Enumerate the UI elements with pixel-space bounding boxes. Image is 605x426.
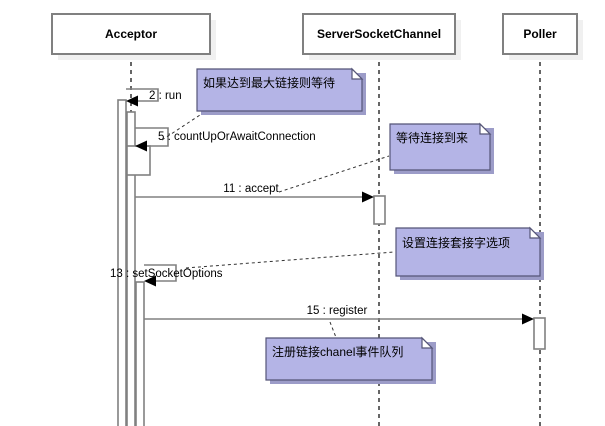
activation-bars — [117, 99, 546, 426]
message-5-label: 5 : countUpOrAwaitConnection — [158, 131, 316, 143]
note-await-connection-fold-icon — [479, 122, 492, 135]
message-15-register-arrowhead — [522, 313, 534, 325]
participant-acceptor[interactable]: Acceptor — [51, 13, 216, 60]
note-await-connection-body[interactable] — [389, 123, 491, 171]
message-2-run-line — [126, 88, 159, 102]
message-5-countuporawaitconnection[interactable]: 5 : countUpOrAwaitConnection — [135, 127, 316, 152]
message-13-label: 13 : setSocketOptions — [110, 268, 223, 280]
note-connector-await-connection — [278, 155, 390, 193]
note-connector-register-channel — [329, 321, 338, 341]
activation-acceptor-level1 — [126, 111, 136, 426]
note-socket-options-fold-icon — [529, 226, 542, 239]
note-socket-options-body[interactable] — [395, 227, 541, 277]
activation-acceptor-level0 — [117, 99, 127, 426]
participant-acceptor-box[interactable] — [51, 13, 211, 55]
note-max-connection-body[interactable] — [196, 68, 363, 112]
activation-acceptor-level2 — [135, 281, 145, 426]
note-max-connection-text: 如果达到最大链接则等待 — [203, 75, 335, 90]
message-11-accept-arrowhead — [362, 191, 374, 203]
message-15-register-label: 15 : register — [307, 305, 368, 317]
message-13-arrowhead — [144, 275, 156, 287]
note-max-connection[interactable]: 如果达到最大链接则等待 — [196, 67, 366, 115]
participant-acceptor-label: Acceptor — [105, 27, 157, 41]
activation-poller-register — [533, 317, 546, 350]
participant-serversocketchannel[interactable]: ServerSocketChannel — [302, 13, 461, 60]
note-socket-options[interactable]: 设置连接套接字选项 — [395, 226, 544, 280]
note-await-connection[interactable]: 等待连接到来 — [389, 122, 494, 174]
message-2-run-arrowhead — [126, 95, 138, 107]
note-connectors — [161, 114, 395, 341]
message-15-register[interactable]: 15 : register — [144, 305, 534, 325]
message-11-accept-label: 11 : accept — [223, 183, 279, 195]
note-register-channel-text: 注册链接chanel事件队列 — [272, 344, 403, 359]
note-register-channel[interactable]: 注册链接chanel事件队列 — [265, 336, 436, 384]
note-socket-options-text: 设置连接套接字选项 — [402, 235, 510, 250]
message-13-line — [144, 264, 177, 282]
note-register-channel-body[interactable] — [265, 337, 433, 381]
message-11-accept[interactable]: 11 : accept — [135, 183, 374, 203]
participant-poller-label: Poller — [523, 27, 557, 41]
note-connector-max-connection — [161, 114, 201, 141]
participant-serversocketchannel-label: ServerSocketChannel — [317, 27, 441, 41]
participant-serversocketchannel-box[interactable] — [302, 13, 456, 55]
message-2-run-label: 2 : run — [149, 90, 182, 102]
note-await-connection-text: 等待连接到来 — [396, 130, 468, 145]
activation-serversocketchannel-accept — [373, 195, 386, 225]
message-5-line — [135, 127, 169, 147]
note-max-connection-fold-icon — [351, 67, 364, 80]
note-connector-socket-options — [185, 251, 395, 269]
message-13-setsocketoptions[interactable]: 13 : setSocketOptions — [110, 264, 223, 287]
message-5-arrowhead — [135, 140, 147, 152]
participant-poller-box[interactable] — [502, 13, 578, 55]
note-register-channel-fold-icon — [421, 336, 434, 349]
message-2-run[interactable]: 2 : run — [126, 88, 182, 107]
participant-poller[interactable]: Poller — [502, 13, 583, 60]
